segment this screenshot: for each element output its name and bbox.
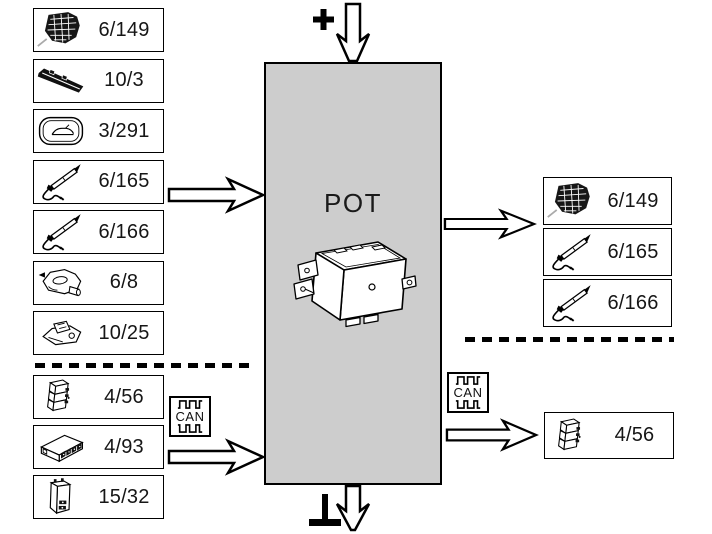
part-box: 4/93 (33, 425, 164, 469)
stacked-module-icon (545, 413, 599, 458)
part-box: 6/166 (33, 210, 164, 254)
can-label: CAN (453, 385, 483, 400)
part-box: 6/149 (543, 177, 672, 225)
right-dashed-separator (465, 337, 674, 342)
can-label: CAN (175, 409, 205, 424)
part-label: 10/3 (104, 69, 144, 91)
ground-output-arrow (335, 484, 371, 532)
left-input-group-primary: 6/149 10/3 3/291 6/165 6/166 6/8 10/25 (33, 8, 164, 355)
right-output-group-can: 4/56 (544, 412, 674, 459)
part-box: 6/149 (33, 8, 164, 52)
part-box: 15/32 (33, 475, 164, 519)
ground-icon (309, 494, 341, 526)
connector-module-icon (34, 426, 88, 468)
pot-module-box: POT (264, 62, 442, 485)
part-label: 6/165 (98, 170, 150, 192)
power-input-arrow (335, 2, 371, 63)
part-box: 3/291 (33, 109, 164, 153)
square-wave-icon (177, 424, 202, 433)
square-wave-icon (455, 376, 480, 385)
right-output-group-primary: 6/149 6/165 6/166 (543, 177, 672, 327)
strut-icon (544, 280, 598, 326)
square-wave-icon (177, 400, 202, 409)
part-box: 10/3 (33, 58, 164, 103)
part-label: 6/166 (607, 291, 659, 314)
part-label: 3/291 (98, 119, 150, 142)
part-box: 6/8 (33, 260, 164, 305)
striker-latch-icon (34, 312, 88, 354)
part-label: 6/149 (607, 189, 659, 212)
part-label: 10/25 (98, 321, 150, 344)
part-box: 6/165 (33, 159, 164, 204)
part-box: 10/25 (33, 311, 164, 355)
strut-icon (544, 229, 598, 275)
part-label: 6/8 (109, 271, 139, 293)
wiring-harness-icon (34, 9, 88, 51)
trim-panel-icon (34, 60, 88, 102)
stacked-module-icon (34, 376, 88, 418)
can-bus-symbol: CAN (447, 372, 489, 413)
part-label: 15/32 (98, 485, 150, 508)
right-can-arrow (445, 418, 539, 452)
square-wave-icon (455, 400, 480, 409)
strut-icon (34, 211, 88, 253)
can-bus-symbol: CAN (169, 396, 211, 437)
part-label: 6/165 (607, 240, 659, 263)
strut-icon (34, 161, 88, 203)
part-box: 6/165 (543, 228, 672, 276)
left-input-arrow (167, 176, 267, 214)
wiring-harness-icon (544, 178, 598, 224)
part-label: 4/56 (614, 424, 655, 446)
pot-module-label: POT (324, 188, 382, 218)
control-unit-illustration (293, 241, 417, 328)
part-box: 6/166 (543, 279, 672, 327)
part-box: 4/56 (544, 412, 674, 459)
left-can-arrow (167, 438, 267, 476)
relay-icon (34, 476, 88, 518)
part-label: 6/166 (98, 220, 150, 243)
part-label: 4/56 (104, 385, 144, 408)
tailgate-switch-icon (34, 110, 88, 152)
right-output-arrow (443, 208, 537, 240)
part-label: 4/93 (104, 435, 144, 458)
latch-icon (34, 262, 88, 304)
left-dashed-separator (35, 363, 251, 368)
left-input-group-can: 4/56 4/93 15/32 (33, 375, 164, 519)
part-box: 4/56 (33, 375, 164, 419)
part-label: 6/149 (98, 18, 150, 41)
plus-supply-icon (313, 9, 334, 30)
